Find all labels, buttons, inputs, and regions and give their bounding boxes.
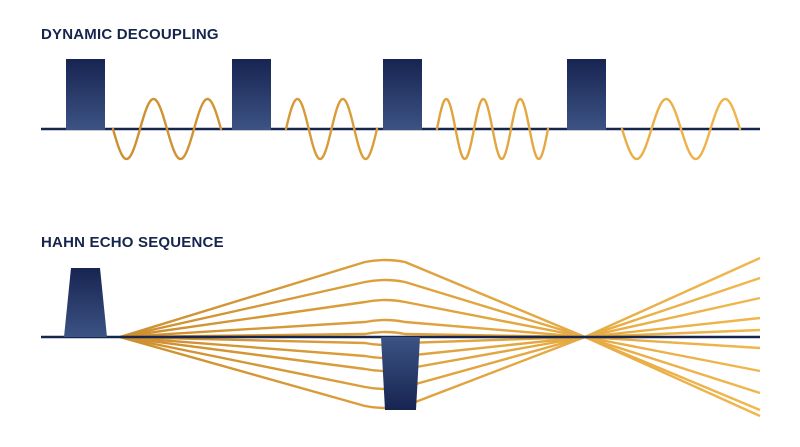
dd-wave [111,97,223,161]
dd-wave [284,97,379,161]
dd-pulse [66,59,105,130]
he-pulse-down [381,337,420,410]
he-pulse-up [64,268,107,337]
dynamic-decoupling-diagram [41,59,760,161]
he-phase-line [119,256,761,339]
he-phase-line [119,335,761,350]
dd-pulse [232,59,271,130]
dd-wave [620,97,742,161]
dynamic-decoupling-title: DYNAMIC DECOUPLING [41,26,219,43]
hahn-echo-diagram [41,256,761,418]
dd-pulse [567,59,606,130]
he-phase-line [119,296,761,339]
dd-pulse [383,59,422,130]
dd-wave [435,97,550,161]
hahn-echo-title: HAHN ECHO SEQUENCE [41,234,224,251]
he-phase-line [119,316,761,339]
he-phase-line [119,276,761,339]
he-phase-line [119,328,761,339]
